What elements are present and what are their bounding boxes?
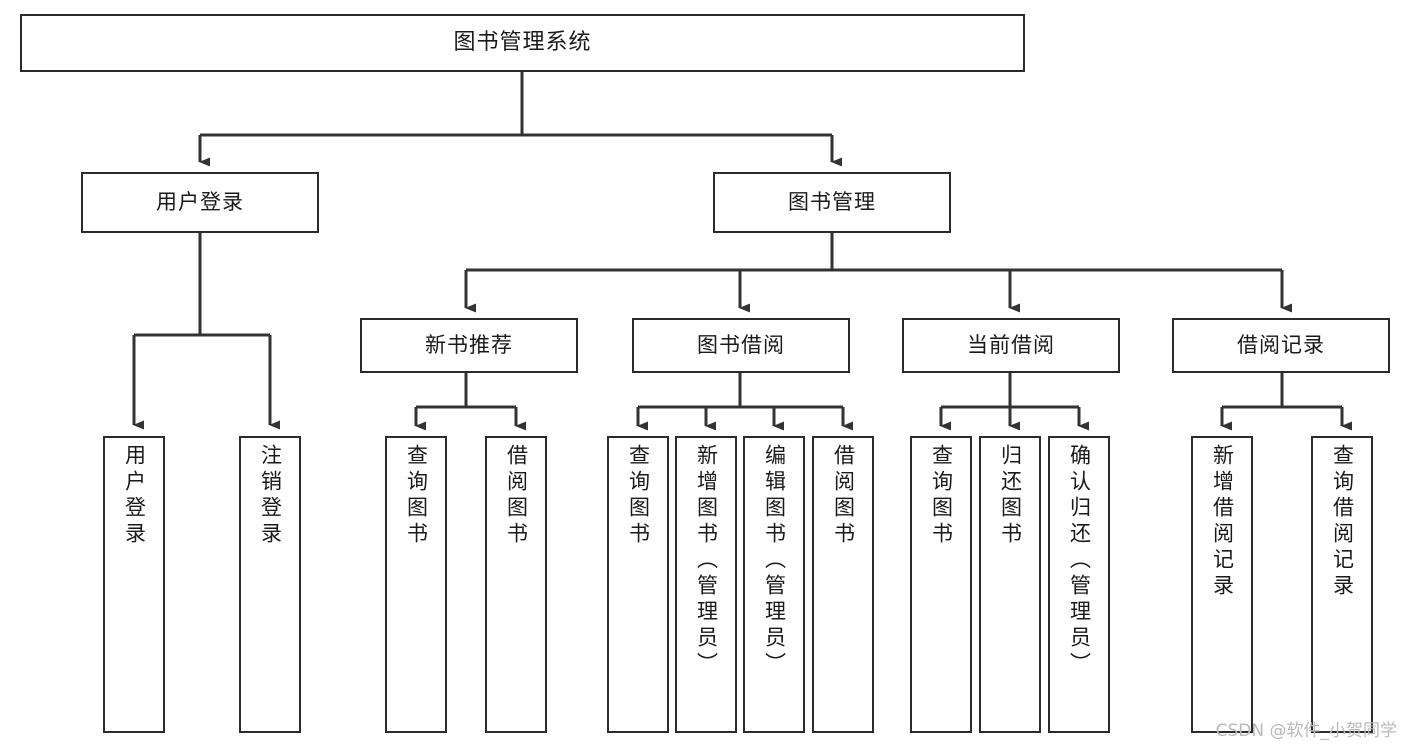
node-label: 借阅图书 — [504, 444, 529, 548]
node-label: 查询图书 — [929, 444, 954, 548]
leaf-new-books-borrow-book[interactable]: 借阅图书 — [485, 436, 547, 733]
leaf-current-return-book[interactable]: 归还图书 — [979, 436, 1041, 733]
leaf-current-confirm-return-admin[interactable]: 确认归还（管理员） — [1048, 436, 1110, 733]
node-label: 图书管理系统 — [453, 30, 592, 56]
node-label: 归还图书 — [998, 444, 1023, 548]
leaf-new-books-query-book[interactable]: 查询图书 — [385, 436, 447, 733]
node-label: 新书推荐 — [425, 333, 513, 358]
leaf-records-query-record[interactable]: 查询借阅记录 — [1311, 436, 1373, 733]
leaf-borrow-edit-book-admin[interactable]: 编辑图书（管理员） — [743, 436, 805, 733]
node-label: 新增图书（管理员） — [694, 444, 719, 678]
node-book-management[interactable]: 图书管理 — [713, 172, 951, 233]
node-label: 新增借阅记录 — [1210, 444, 1235, 600]
leaf-records-add-record[interactable]: 新增借阅记录 — [1191, 436, 1253, 733]
node-label: 编辑图书（管理员） — [762, 444, 787, 678]
leaf-current-query-book[interactable]: 查询图书 — [910, 436, 972, 733]
leaf-borrow-borrow-book[interactable]: 借阅图书 — [812, 436, 874, 733]
node-label: 图书管理 — [788, 190, 876, 215]
node-label: 用户登录 — [156, 190, 244, 215]
leaf-user-login-logout[interactable]: 注销登录 — [239, 436, 301, 733]
leaf-borrow-query-book[interactable]: 查询图书 — [607, 436, 669, 733]
node-user-login[interactable]: 用户登录 — [81, 172, 319, 233]
leaf-user-login-login[interactable]: 用户登录 — [103, 436, 165, 733]
node-label: 查询借阅记录 — [1330, 444, 1355, 600]
leaf-borrow-add-book-admin[interactable]: 新增图书（管理员） — [675, 436, 737, 733]
node-current-borrow[interactable]: 当前借阅 — [902, 318, 1120, 373]
node-root-book-management-system[interactable]: 图书管理系统 — [20, 14, 1025, 72]
node-borrow-records[interactable]: 借阅记录 — [1172, 318, 1390, 373]
node-label: 图书借阅 — [697, 333, 785, 358]
node-label: 查询图书 — [626, 444, 651, 548]
node-label: 借阅记录 — [1237, 333, 1325, 358]
node-book-borrow[interactable]: 图书借阅 — [632, 318, 850, 373]
node-new-book-recommend[interactable]: 新书推荐 — [360, 318, 578, 373]
csdn-watermark: CSDN @软件_小贺同学 — [1215, 721, 1397, 741]
node-label: 借阅图书 — [831, 444, 856, 548]
node-label: 用户登录 — [122, 444, 147, 548]
node-label: 查询图书 — [404, 444, 429, 548]
node-label: 注销登录 — [258, 444, 283, 548]
node-label: 确认归还（管理员） — [1067, 444, 1092, 678]
node-label: 当前借阅 — [967, 333, 1055, 358]
